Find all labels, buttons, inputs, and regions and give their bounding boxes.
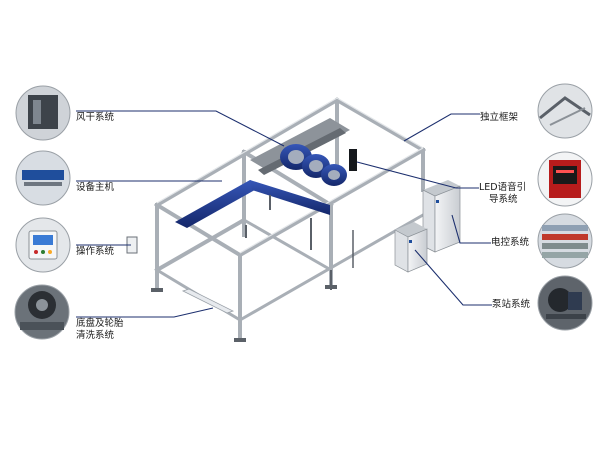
leader-frame: [403, 113, 480, 142]
frame-feet: [151, 285, 337, 342]
label-led-line1: LED语音引: [479, 182, 527, 193]
thumb-chassis: [14, 284, 70, 340]
electric-cabinet-large: [422, 180, 461, 253]
leader-chassis: [76, 307, 214, 318]
frame-highlights: [156, 97, 424, 254]
led-screen: [349, 149, 357, 171]
leader-air-dry: [76, 110, 285, 147]
thumb-electric: [537, 213, 593, 269]
thumb-operation: [15, 217, 71, 273]
thumb-frame: [537, 83, 593, 139]
thumb-air-dry: [15, 85, 71, 141]
thumb-pump: [537, 275, 593, 331]
leader-electric: [451, 214, 491, 244]
label-chassis-line2: 清洗系统: [76, 330, 115, 341]
thumb-main-unit: [15, 150, 71, 206]
label-led-line2: 导系统: [489, 194, 518, 205]
label-chassis-line1: 底盘及轮胎: [76, 318, 124, 329]
label-electric-control: 电控系统: [491, 237, 530, 248]
leader-pump: [414, 249, 492, 306]
label-operation-system: 操作系统: [76, 246, 115, 257]
main-unit-carriage: [175, 118, 354, 290]
leader-led: [356, 161, 479, 189]
label-air-dry-system: 风干系统: [76, 112, 115, 123]
label-pump-station: 泵站系统: [492, 299, 531, 310]
leader-lines: [76, 110, 492, 318]
thumb-led: [537, 151, 593, 207]
label-independent-frame: 独立框架: [480, 112, 519, 123]
pump-cabinet-small: [394, 222, 428, 273]
chassis-wash-plate: [181, 288, 235, 314]
label-main-unit: 设备主机: [76, 182, 115, 193]
